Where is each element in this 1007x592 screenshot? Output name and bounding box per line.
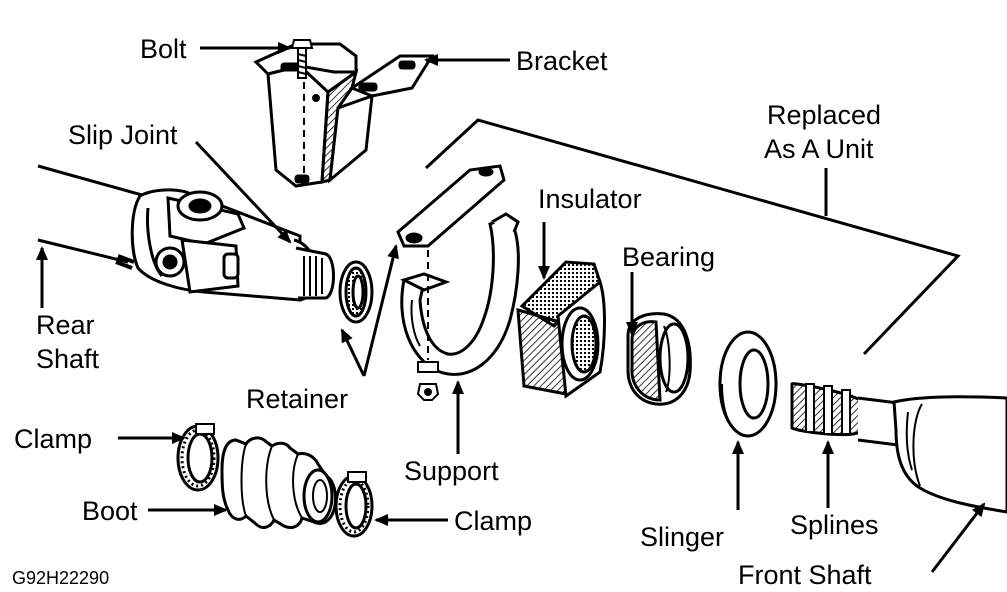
label-support: Support	[404, 456, 499, 486]
retainer-ring	[338, 260, 374, 324]
label-slinger: Slinger	[640, 522, 724, 552]
slip-joint	[130, 188, 335, 302]
label-rear-line1: Rear	[36, 310, 95, 340]
label-bearing: Bearing	[622, 242, 715, 272]
label-retainer: Retainer	[246, 384, 348, 414]
support-nut	[416, 361, 440, 401]
label-replaced-line2: As A Unit	[764, 134, 874, 164]
label-insulator: Insulator	[538, 184, 642, 214]
leader-lines	[36, 42, 986, 573]
retainer-arrow-2	[362, 244, 399, 377]
label-rear-line2: Shaft	[36, 344, 100, 374]
boot	[220, 436, 338, 530]
insulator	[516, 260, 606, 399]
label-slip-joint: Slip Joint	[68, 120, 178, 150]
bracket	[253, 42, 435, 188]
bolt	[290, 39, 314, 79]
rear-shaft	[37, 164, 161, 270]
label-front-shaft: Front Shaft	[738, 560, 872, 590]
slinger	[718, 330, 778, 438]
replaced-unit-outline	[424, 118, 961, 356]
retainer-strap	[396, 164, 506, 248]
support	[399, 212, 520, 376]
label-splines: Splines	[790, 510, 879, 540]
bearing	[626, 312, 692, 406]
front-shaft	[790, 382, 1007, 514]
label-boot: Boot	[82, 496, 138, 526]
front-shaft-arrow	[930, 502, 986, 573]
figure-code: G92H22290	[12, 568, 109, 588]
label-clamp-right: Clamp	[454, 506, 532, 536]
retainer-arrow-1	[340, 328, 366, 377]
slip-joint-arrow	[194, 140, 292, 244]
label-bracket: Bracket	[516, 46, 608, 76]
clamp-right-part	[334, 471, 374, 538]
clamp-left-part	[176, 423, 220, 492]
label-clamp-left: Clamp	[14, 424, 92, 454]
label-replaced-line1: Replaced	[767, 100, 881, 130]
label-bolt: Bolt	[140, 34, 187, 64]
